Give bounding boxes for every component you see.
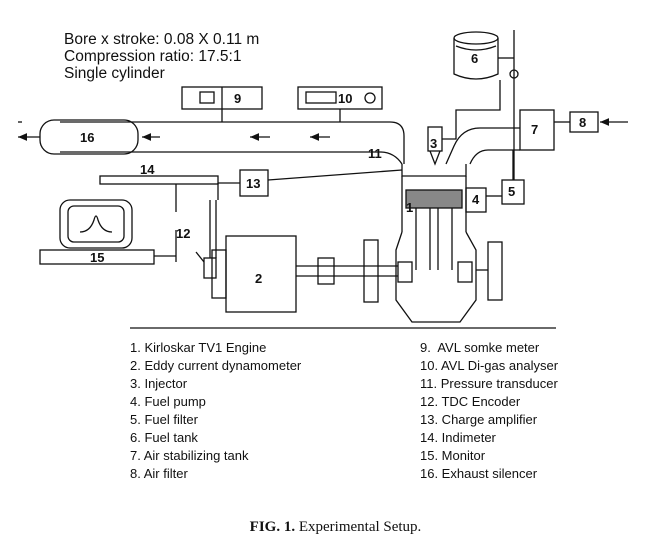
caption-prefix: FIG. 1. [249,519,296,535]
legend-item: 7. Air stabilizing tank [130,448,249,463]
spec-compression-ratio: Compression ratio: 17.5:1 [64,48,242,65]
label-2: 2 [255,271,262,286]
label-6: 6 [471,51,478,66]
spec-cylinder: Single cylinder [64,65,165,82]
label-5: 5 [508,184,515,199]
tdc-encoder [203,257,217,279]
legend-item: 3. Injector [130,376,188,391]
indimeter [99,175,219,185]
air-filter [569,111,599,133]
fuel-tank [453,31,499,45]
legend-item: 16. Exhaust silencer [420,466,538,481]
label-9: 9 [234,91,241,106]
figure-caption: FIG. 1. Experimental Setup. [0,519,671,536]
label-8: 8 [579,115,586,130]
legend-item: 9. AVL somke meter [420,340,540,355]
piston [405,189,463,209]
legend-item: 12. TDC Encoder [420,394,521,409]
label-13: 13 [246,176,260,191]
legend-item: 14. Indimeter [420,430,496,445]
legend-item: 8. Air filter [130,466,188,481]
label-1: 1 [406,200,413,215]
monitor-base [39,249,155,265]
legend-left: 1. Kirloskar TV1 Engine 2. Eddy current … [130,339,301,483]
monitor-screen [59,199,133,249]
label-4: 4 [472,192,480,207]
label-10: 10 [338,91,352,106]
label-11: 11 [368,146,382,161]
caption-text: Experimental Setup. [295,519,422,535]
legend-item: 2. Eddy current dynamometer [130,358,302,373]
legend-item: 13. Charge amplifier [420,412,538,427]
spec-bore-stroke: Bore x stroke: 0.08 X 0.11 m [64,31,260,48]
label-16: 16 [80,130,94,145]
legend-item: 4. Fuel pump [130,394,206,409]
legend-item: 11. Pressure transducer [420,376,558,391]
label-14: 14 [140,162,155,177]
legend-item: 5. Fuel filter [130,412,198,427]
air-stabilizing-tank [519,109,555,151]
legend-item: 1. Kirloskar TV1 Engine [130,340,267,355]
label-3: 3 [430,136,437,151]
label-7: 7 [531,122,538,137]
label-15: 15 [90,250,104,265]
legend-right: 9. AVL somke meter 10. AVL Di-gas analys… [420,339,558,483]
legend-item: 6. Fuel tank [130,430,198,445]
legend-item: 10. AVL Di-gas analyser [420,358,559,373]
legend-item: 15. Monitor [420,448,486,463]
label-12: 12 [176,226,190,241]
